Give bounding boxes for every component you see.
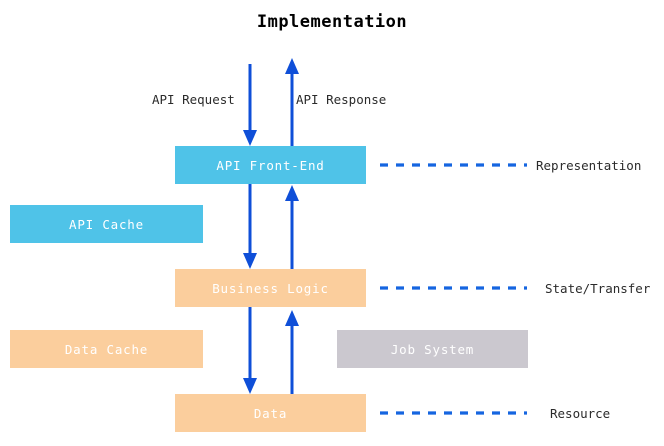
side-label-representation: Representation: [536, 158, 642, 173]
node-data-cache-label: Data Cache: [64, 341, 149, 357]
node-data-label: Data: [253, 405, 288, 421]
node-data[interactable]: Data: [175, 394, 366, 432]
node-job-system[interactable]: Job System: [337, 330, 528, 368]
arrow-data-to-business: [285, 310, 299, 394]
node-api-front-end[interactable]: API Front-End: [175, 146, 366, 184]
page-title: Implementation: [256, 12, 408, 32]
flow-label-api-response: API Response: [296, 92, 387, 107]
side-label-resource: Resource: [550, 406, 611, 421]
arrow-frontend-to-business: [243, 184, 257, 269]
node-api-cache-label: API Cache: [69, 216, 144, 232]
side-label-state-transfer: State/Transfer: [545, 281, 651, 296]
arrow-api-request: [243, 64, 257, 146]
node-business-logic[interactable]: Business Logic: [175, 269, 366, 307]
node-business-logic-label: Business Logic: [212, 280, 329, 296]
arrow-business-to-data: [243, 307, 257, 394]
node-api-cache[interactable]: API Cache: [10, 205, 203, 243]
node-job-system-label: Job System: [390, 341, 475, 357]
flow-label-api-request: API Request: [152, 92, 235, 107]
node-api-front-end-label: API Front-End: [216, 157, 325, 173]
node-data-cache[interactable]: Data Cache: [10, 330, 203, 368]
arrow-business-to-frontend: [285, 185, 299, 269]
